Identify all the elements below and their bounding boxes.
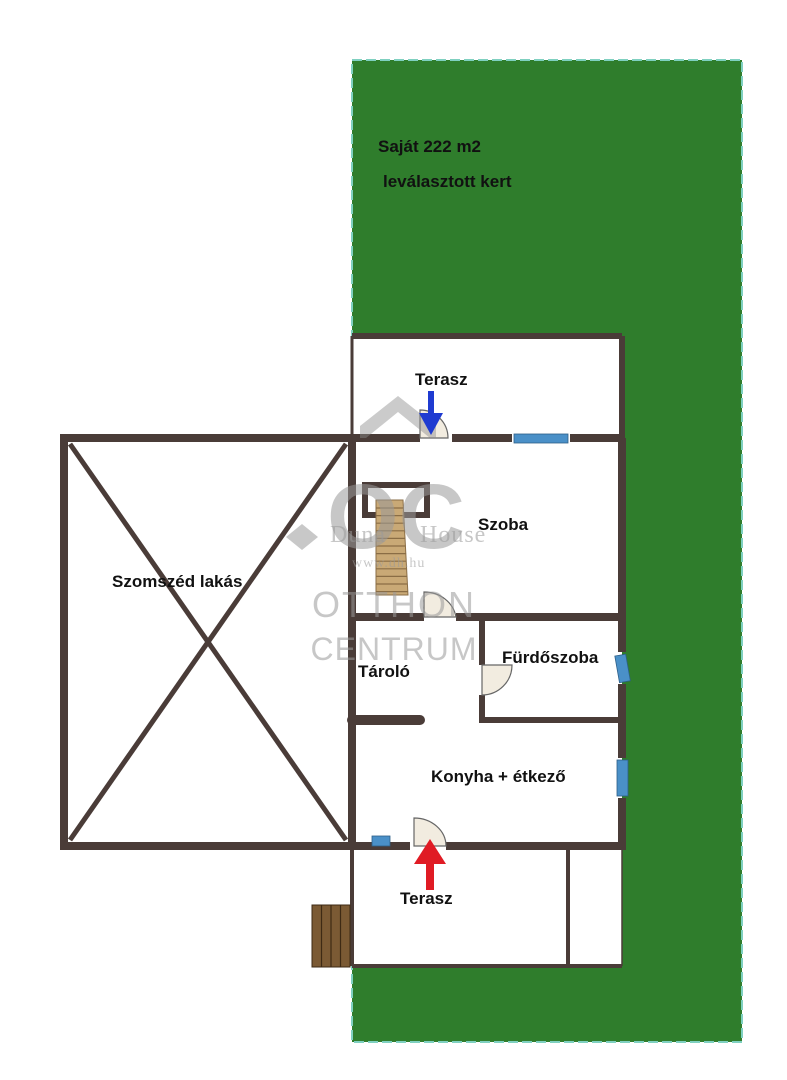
house-logo-icon — [360, 396, 436, 438]
terrace-top-floor — [352, 336, 622, 438]
terrace-bottom-floor — [352, 846, 622, 966]
label-bathroom: Fürdőszoba — [502, 648, 599, 667]
window-room-top — [513, 433, 569, 444]
door-room[interactable] — [423, 591, 457, 618]
label-storage: Tároló — [358, 662, 410, 681]
wooden-steps — [311, 904, 351, 968]
window-kitchen — [616, 759, 629, 797]
up-arrow-icon — [414, 839, 446, 890]
building-floor — [64, 438, 622, 846]
label-neighbor-apartment: Szomszéd lakás — [112, 572, 242, 591]
watermark: OC Duna House www.dh.hu OTTHON CENTRUM — [286, 396, 486, 667]
down-arrow-icon — [419, 391, 443, 435]
diamond-icon — [286, 524, 318, 550]
watermark-line1: OTTHON — [312, 584, 476, 625]
window-kitchen-small — [371, 835, 391, 847]
walls — [60, 333, 626, 968]
garden-title: Saját 222 m2 — [378, 137, 481, 156]
label-room: Szoba — [478, 515, 529, 534]
watermark-brand-left: Duna — [330, 522, 386, 548]
staircase — [375, 499, 409, 596]
label-terrace-bottom: Terasz — [400, 889, 453, 908]
watermark-url: www.dh.hu — [352, 556, 425, 571]
watermark-brand-right: House — [420, 522, 486, 548]
label-kitchen: Konyha + étkező — [431, 767, 566, 786]
door-bathroom[interactable] — [481, 664, 513, 696]
window-bathroom — [614, 653, 631, 684]
door-terrace-bottom[interactable] — [413, 817, 447, 847]
watermark-initials: OC — [327, 466, 465, 568]
label-terrace-top: Terasz — [415, 370, 468, 389]
watermark-line2: CENTRUM — [311, 631, 478, 667]
garden-subtitle: leválasztott kert — [383, 172, 512, 191]
